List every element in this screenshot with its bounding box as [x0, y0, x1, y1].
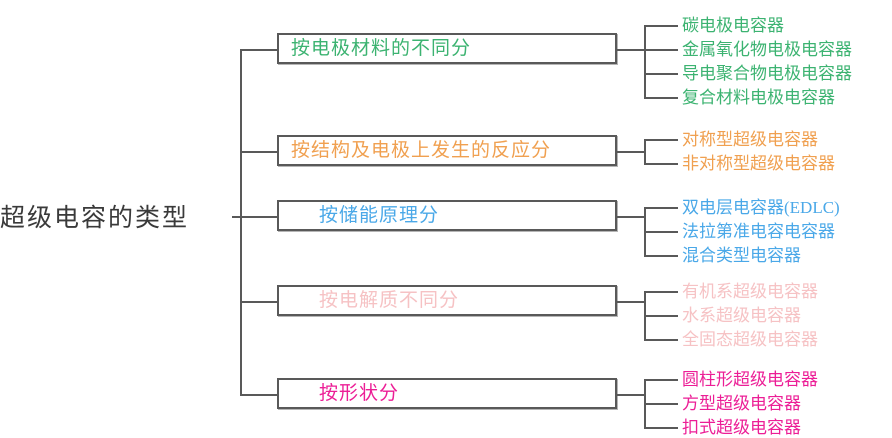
branch-connector-3 — [240, 216, 277, 218]
category-box-5[interactable]: 按形状分 — [277, 378, 617, 409]
leaf-connector-1-3 — [644, 73, 678, 75]
branch-leaf-connector-1 — [617, 49, 646, 51]
category-label: 按形状分 — [319, 383, 400, 404]
root-connector — [232, 216, 242, 218]
main-trunk — [240, 50, 242, 394]
leaf-connector-3-2 — [644, 231, 678, 233]
branch-leaf-connector-4 — [617, 301, 646, 303]
leaf-item-3-2[interactable]: 法拉第准电容电容器 — [682, 221, 835, 241]
leaf-item-1-1[interactable]: 碳电极电容器 — [682, 15, 784, 35]
leaf-connector-5-1 — [644, 379, 678, 381]
leaf-connector-5-3 — [644, 427, 678, 429]
leaf-item-5-1[interactable]: 圆柱形超级电容器 — [682, 369, 818, 389]
leaf-connector-1-1 — [644, 25, 678, 27]
leaf-item-3-3[interactable]: 混合类型电容器 — [682, 245, 801, 265]
leaf-item-1-3[interactable]: 导电聚合物电极电容器 — [682, 63, 852, 83]
branch-connector-4 — [240, 301, 277, 303]
branch-connector-2 — [240, 151, 277, 153]
leaf-item-4-3[interactable]: 全固态超级电容器 — [682, 329, 818, 349]
category-label: 按电极材料的不同分 — [291, 38, 472, 59]
leaf-connector-4-2 — [644, 315, 678, 317]
leaf-connector-2-1 — [644, 139, 678, 141]
leaf-item-2-1[interactable]: 对称型超级电容器 — [682, 129, 818, 149]
leaf-connector-1-2 — [644, 49, 678, 51]
leaf-item-4-1[interactable]: 有机系超级电容器 — [682, 281, 818, 301]
category-box-4[interactable]: 按电解质不同分 — [277, 285, 617, 316]
branch-leaf-connector-2 — [617, 151, 646, 153]
leaf-item-1-4[interactable]: 复合材料电极电容器 — [682, 87, 835, 107]
leaf-item-4-2[interactable]: 水系超级电容器 — [682, 305, 801, 325]
category-box-2[interactable]: 按结构及电极上发生的反应分 — [277, 135, 617, 166]
root-label: 超级电容的类型 — [0, 205, 190, 232]
category-label: 按结构及电极上发生的反应分 — [291, 140, 552, 161]
branch-connector-1 — [240, 49, 277, 51]
category-box-1[interactable]: 按电极材料的不同分 — [277, 33, 617, 64]
category-label: 按电解质不同分 — [319, 290, 460, 311]
leaf-connector-3-1 — [644, 207, 678, 209]
branch-connector-5 — [240, 394, 277, 396]
leaf-connector-2-2 — [644, 163, 678, 165]
leaf-trunk-1 — [644, 25, 646, 97]
leaf-connector-3-3 — [644, 255, 678, 257]
leaf-connector-4-3 — [644, 339, 678, 341]
leaf-connector-5-2 — [644, 403, 678, 405]
category-label: 按储能原理分 — [319, 205, 440, 226]
branch-leaf-connector-3 — [617, 216, 646, 218]
branch-leaf-connector-5 — [617, 394, 646, 396]
leaf-item-5-3[interactable]: 扣式超级电容器 — [682, 417, 801, 437]
leaf-connector-4-1 — [644, 291, 678, 293]
category-box-3[interactable]: 按储能原理分 — [277, 200, 617, 231]
leaf-item-1-2[interactable]: 金属氧化物电极电容器 — [682, 39, 852, 59]
leaf-item-3-1[interactable]: 双电层电容器(EDLC) — [682, 197, 840, 217]
leaf-item-5-2[interactable]: 方型超级电容器 — [682, 393, 801, 413]
leaf-item-2-2[interactable]: 非对称型超级电容器 — [682, 153, 835, 173]
leaf-trunk-2 — [644, 139, 646, 163]
leaf-connector-1-4 — [644, 97, 678, 99]
